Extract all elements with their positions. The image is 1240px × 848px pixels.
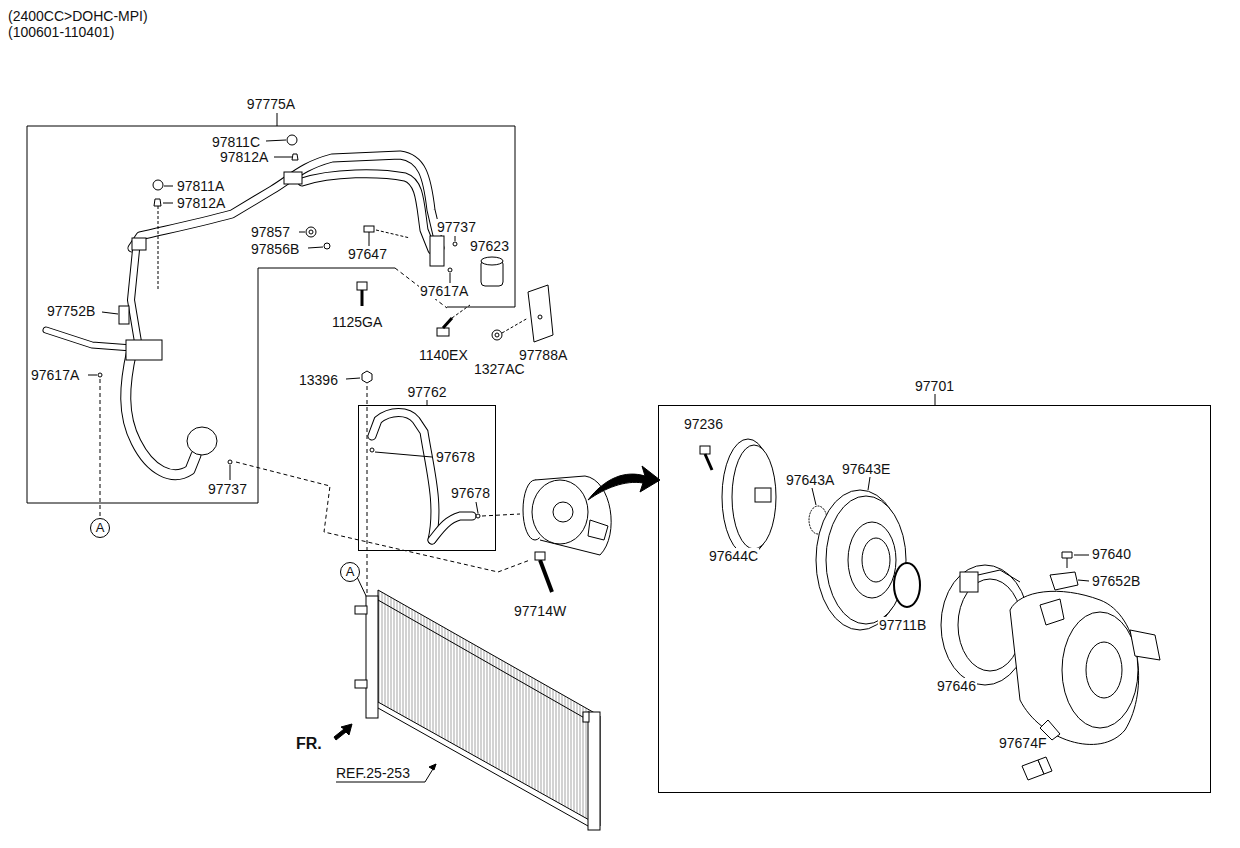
callout-number: 97646 [936,678,977,694]
assembly-group-box: 97701 [658,405,1211,793]
reference-circle: A [340,562,360,582]
callout-number: 97674F [998,735,1047,751]
outline-path [27,126,395,503]
engine-note: (2400CC>DOHC-MPI) [7,8,149,24]
callout-number: 97678 [435,449,476,465]
callout-number: 97644C [708,548,759,564]
reference-letter: A [96,521,105,535]
circle-shape [341,563,360,582]
outline-path [27,126,515,307]
group-number: 97775A [27,96,515,112]
front-direction-label: FR. [295,736,323,752]
callout-number: 97652B [1091,573,1141,589]
callout-number: 97788A [518,347,568,363]
callout-number: 97812A [219,149,269,165]
callout-number: 97856B [250,241,300,257]
callout-number: 97643A [785,472,835,488]
callout-number: 97737 [207,481,248,497]
callout-number: 97714W [513,603,567,619]
callout-number: 1125GA [331,314,383,330]
callout-number: 97623 [469,238,510,254]
assembly-group-box: 97775A [27,126,515,503]
assembly-group-box: 97762 [358,405,496,551]
callout-number: 97647 [347,246,388,262]
callout-number: 97737 [436,219,477,235]
group-number: 97701 [659,378,1210,394]
group-outline [27,126,515,503]
callout-number: 97752B [46,303,96,319]
date-range-note: (100601-110401) [7,24,115,40]
group-number: 97762 [359,384,495,400]
reference-note: REF.25-253 [335,765,411,781]
callout-number: 97711B [878,617,927,633]
callout-number: 1327AC [473,361,526,377]
callout-number: 97857 [250,224,291,240]
circle-shape [91,519,110,538]
callout-number: 97643E [841,461,891,477]
callout-number: 97617A [30,367,80,383]
callout-number: 97236 [683,416,724,432]
callout-number: 97811A [176,178,225,194]
callout-number: 97812A [176,195,226,211]
callout-number: 97678 [450,485,491,501]
callout-number: 97811C [211,134,261,150]
callout-number: 97640 [1091,546,1132,562]
callout-number: 1140EX [418,347,469,363]
reference-letter: A [346,565,355,579]
callout-number: 13396 [298,372,339,388]
callout-number: 97617A [419,283,469,299]
reference-circle: A [90,518,110,538]
